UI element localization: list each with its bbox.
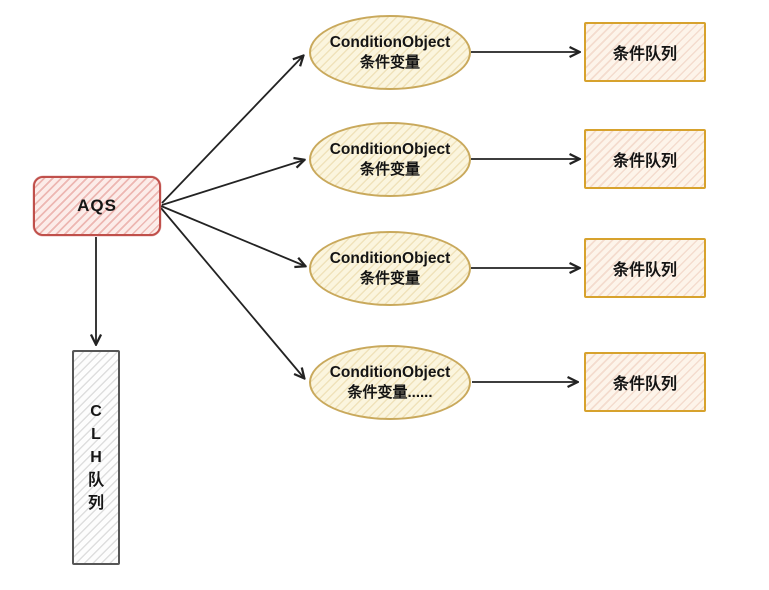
condition-object-node-2: ConditionObject 条件变量 [309,122,471,197]
aqs-label: AQS [77,196,117,215]
aqs-node: AQS [33,176,161,236]
condition-variable-label: 条件变量 [359,53,420,71]
condition-queue-node-2: 条件队列 [584,129,706,189]
condition-queue-node-4: 条件队列 [584,352,706,412]
condition-variable-label: 条件变量 [359,269,420,287]
condition-object-label: ConditionObject [329,33,451,51]
condition-object-label: ConditionObject [329,140,451,158]
condition-queue-node-3: 条件队列 [584,238,706,298]
condition-object-label: ConditionObject [329,249,451,267]
condition-variable-label: 条件变量...... [347,383,433,401]
clh-char: 队 [87,471,104,489]
arrow-aqs-to-condition-4 [160,207,304,378]
condition-object-node-4: ConditionObject 条件变量...... [309,345,471,420]
arrow-aqs-to-condition-3 [160,205,305,266]
clh-queue-node: C L H 队 列 [72,350,120,565]
arrow-aqs-to-condition-1 [161,56,303,204]
condition-queue-label: 条件队列 [612,46,677,63]
condition-queue-label: 条件队列 [612,153,677,170]
clh-char: 列 [87,494,104,512]
condition-object-node-1: ConditionObject 条件变量 [309,15,471,90]
clh-char: C [90,402,102,420]
condition-queue-node-1: 条件队列 [584,22,706,82]
clh-char: H [90,448,102,466]
condition-queue-label: 条件队列 [612,262,677,279]
condition-variable-label: 条件变量 [359,160,420,178]
arrow-aqs-to-condition-2 [161,160,304,206]
condition-object-label: ConditionObject [329,363,451,381]
condition-queue-label: 条件队列 [612,376,677,393]
condition-object-node-3: ConditionObject 条件变量 [309,231,471,306]
clh-char: L [91,425,101,443]
